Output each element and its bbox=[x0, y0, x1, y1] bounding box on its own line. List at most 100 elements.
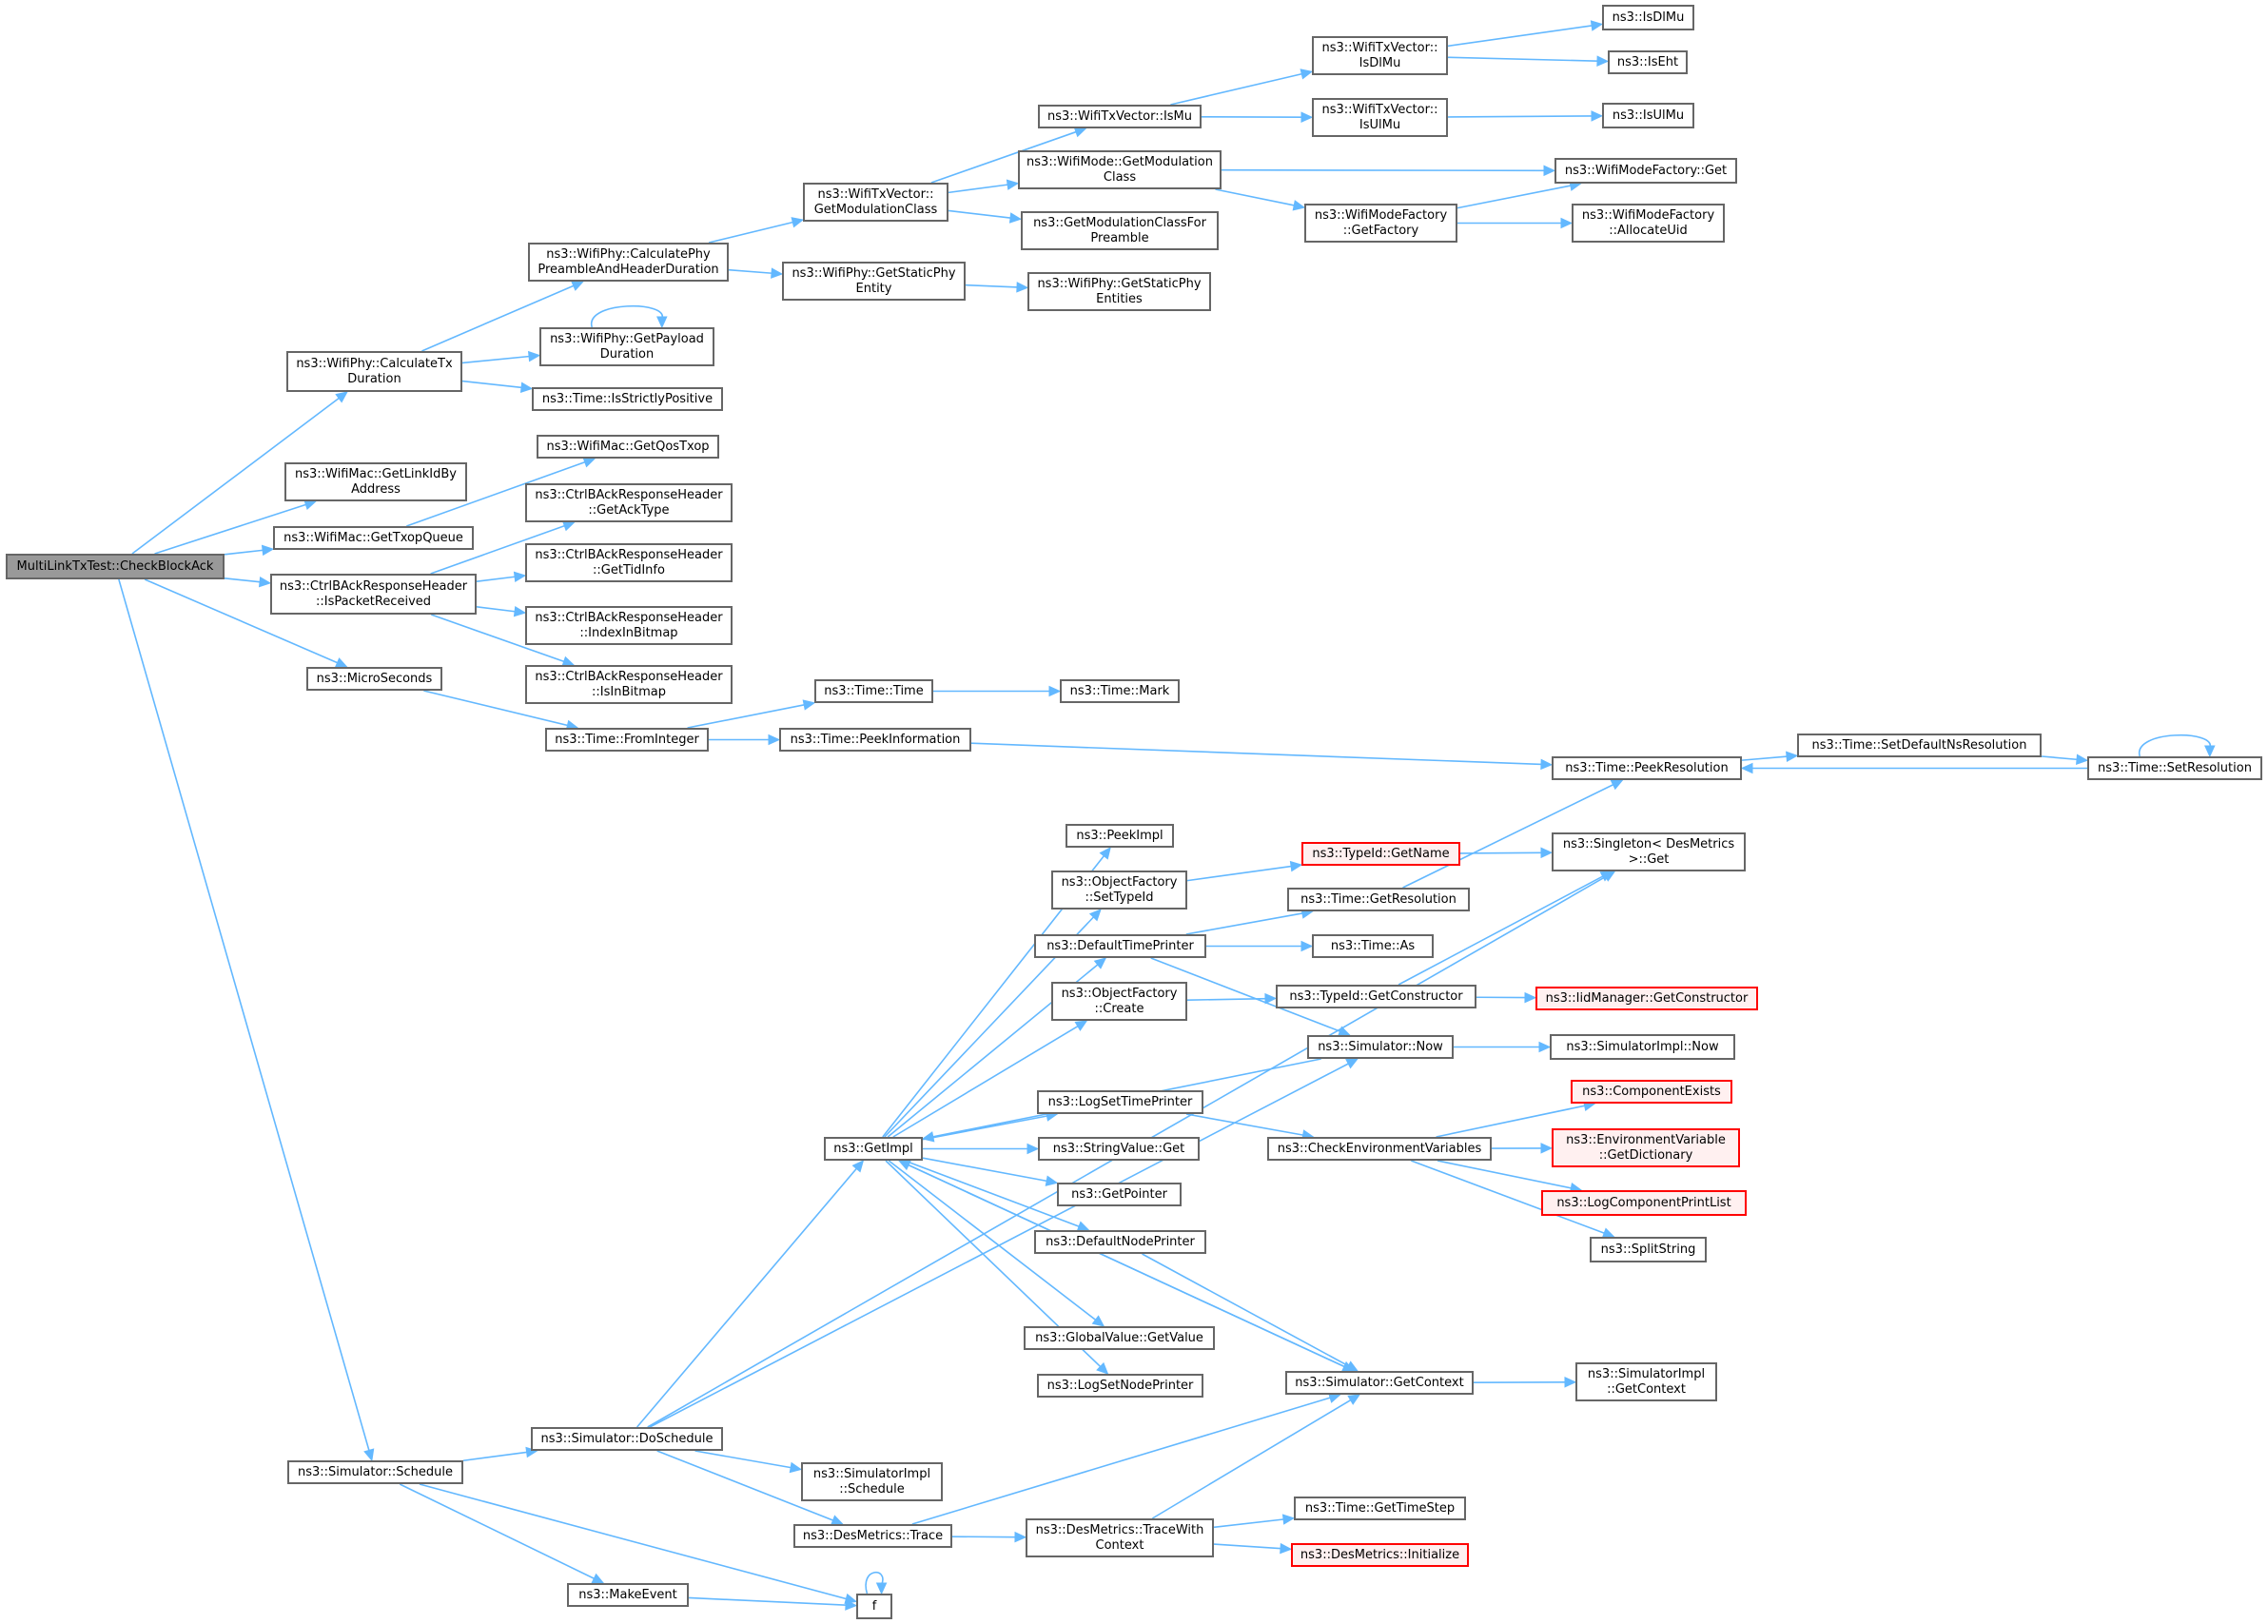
edge-arrowhead bbox=[2076, 753, 2089, 766]
node-micro-seconds[interactable]: ns3::MicroSeconds bbox=[306, 667, 442, 691]
edge-arrowhead bbox=[1014, 1531, 1027, 1543]
node-txvector-is-mu[interactable]: ns3::WifiTxVector::IsMu bbox=[1038, 105, 1202, 128]
node-do-schedule[interactable]: ns3::Simulator::DoSchedule bbox=[531, 1427, 723, 1451]
edge-isPacketReceived-to-getAckType bbox=[430, 524, 566, 575]
node-get-ack-type[interactable]: ns3::CtrlBAckResponseHeader ::GetAckType bbox=[525, 483, 733, 522]
node-get-static-phy-entities[interactable]: ns3::WifiPhy::GetStaticPhy Entities bbox=[1027, 272, 1211, 311]
node-log-component-print-list[interactable]: ns3::LogComponentPrintList bbox=[1541, 1190, 1747, 1216]
node-make-event[interactable]: ns3::MakeEvent bbox=[567, 1583, 689, 1607]
node-default-node-printer[interactable]: ns3::DefaultNodePrinter bbox=[1034, 1230, 1206, 1254]
edge-arrowhead bbox=[1008, 212, 1023, 224]
node-get-static-phy-entity[interactable]: ns3::WifiPhy::GetStaticPhy Entity bbox=[782, 262, 966, 301]
edge-arrowhead bbox=[1026, 1143, 1040, 1155]
node-time-set-default-ns-resolution[interactable]: ns3::Time::SetDefaultNsResolution bbox=[1797, 734, 2042, 757]
node-wifimodefactory-get[interactable]: ns3::WifiModeFactory::Get bbox=[1554, 158, 1737, 184]
edge-f-to-f bbox=[865, 1571, 884, 1595]
node-simulatorimpl-now[interactable]: ns3::SimulatorImpl::Now bbox=[1550, 1034, 1735, 1060]
node-get-payload-duration[interactable]: ns3::WifiPhy::GetPayload Duration bbox=[539, 327, 714, 366]
node-stringvalue-get[interactable]: ns3::StringValue::Get bbox=[1038, 1137, 1200, 1161]
edge-arrowhead bbox=[2204, 745, 2216, 758]
edge-txvIsDlMu-to-isEht bbox=[1447, 56, 1599, 63]
node-typeid-get-constructor[interactable]: ns3::TypeId::GetConstructor bbox=[1276, 985, 1476, 1008]
node-get-modulation-class-for-preamble[interactable]: ns3::GetModulationClassFor Preamble bbox=[1021, 211, 1219, 250]
edge-root-to-getTxopQueue bbox=[224, 549, 264, 556]
node-desmetrics-trace[interactable]: ns3::DesMetrics::Trace bbox=[793, 1524, 952, 1548]
edge-checkEnv-to-componentExists bbox=[1436, 1105, 1586, 1138]
edge-isPacketReceived-to-getTidInfo bbox=[476, 576, 517, 582]
node-log-set-time-printer[interactable]: ns3::LogSetTimePrinter bbox=[1037, 1090, 1203, 1114]
node-typeid-get-name[interactable]: ns3::TypeId::GetName bbox=[1301, 842, 1460, 866]
node-time-get-resolution[interactable]: ns3::Time::GetResolution bbox=[1287, 888, 1470, 911]
node-simulatorimpl-get-context[interactable]: ns3::SimulatorImpl ::GetContext bbox=[1575, 1362, 1717, 1401]
node-txvector-is-ul-mu[interactable]: ns3::WifiTxVector:: IsUlMu bbox=[1312, 98, 1448, 137]
node-is-strictly-positive[interactable]: ns3::Time::IsStrictlyPositive bbox=[532, 387, 723, 411]
node-split-string[interactable]: ns3::SplitString bbox=[1590, 1237, 1707, 1262]
node-get-pointer[interactable]: ns3::GetPointer bbox=[1057, 1183, 1182, 1206]
node-trace-with-context[interactable]: ns3::DesMetrics::TraceWith Context bbox=[1026, 1518, 1214, 1557]
node-check-environment-variables[interactable]: ns3::CheckEnvironmentVariables bbox=[1267, 1137, 1492, 1161]
node-peek-impl[interactable]: ns3::PeekImpl bbox=[1066, 824, 1174, 848]
edge-simGetContext-to-getImpl bbox=[907, 1164, 1355, 1372]
edge-arrowhead bbox=[582, 457, 596, 468]
edge-arrowhead bbox=[1048, 685, 1062, 697]
node-simulator-now[interactable]: ns3::Simulator::Now bbox=[1307, 1035, 1454, 1059]
edge-getPayloadDuration-to-getPayloadDuration bbox=[591, 304, 663, 328]
node-index-in-bitmap[interactable]: ns3::CtrlBAckResponseHeader ::IndexInBit… bbox=[525, 606, 733, 645]
node-from-integer[interactable]: ns3::Time::FromInteger bbox=[545, 728, 709, 752]
node-objectfactory-create[interactable]: ns3::ObjectFactory ::Create bbox=[1051, 982, 1187, 1021]
node-get-tid-info[interactable]: ns3::CtrlBAckResponseHeader ::GetTidInfo bbox=[525, 543, 733, 582]
node-time-mark[interactable]: ns3::Time::Mark bbox=[1060, 679, 1180, 703]
node-time-as[interactable]: ns3::Time::As bbox=[1312, 934, 1434, 958]
node-simulator-get-context[interactable]: ns3::Simulator::GetContext bbox=[1285, 1371, 1474, 1395]
edge-arrowhead bbox=[1045, 1175, 1059, 1186]
node-calculate-phy-preamble[interactable]: ns3::WifiPhy::CalculatePhy PreambleAndHe… bbox=[528, 243, 729, 282]
node-txvector-is-dl-mu[interactable]: ns3::WifiTxVector:: IsDlMu bbox=[1312, 36, 1448, 75]
node-objectfactory-set-typeid[interactable]: ns3::ObjectFactory ::SetTypeId bbox=[1051, 871, 1187, 910]
node-txvector-get-modulation-class[interactable]: ns3::WifiTxVector:: GetModulationClass bbox=[803, 183, 948, 222]
node-time-time[interactable]: ns3::Time::Time bbox=[814, 679, 933, 703]
node-simulator-schedule[interactable]: ns3::Simulator::Schedule bbox=[287, 1460, 463, 1484]
node-get-link-id-by-address[interactable]: ns3::WifiMac::GetLinkIdBy Address bbox=[284, 462, 467, 501]
edge-arrowhead bbox=[363, 1448, 375, 1462]
edge-doSchedule-to-desTrace bbox=[656, 1450, 834, 1522]
node-simulatorimpl-schedule[interactable]: ns3::SimulatorImpl ::Schedule bbox=[801, 1462, 943, 1501]
edge-checkEnv-to-splitString bbox=[1411, 1160, 1606, 1235]
edge-getImpl-to-defaultNodePrinter bbox=[904, 1160, 1081, 1228]
node-peek-information[interactable]: ns3::Time::PeekInformation bbox=[779, 728, 971, 752]
edge-arrowhead bbox=[1564, 1377, 1577, 1388]
edge-modeGetModClass-to-getFactory bbox=[1215, 188, 1296, 206]
node-component-exists[interactable]: ns3::ComponentExists bbox=[1571, 1080, 1732, 1104]
node-time-peek-resolution[interactable]: ns3::Time::PeekResolution bbox=[1552, 756, 1742, 780]
node-get-qos-txop[interactable]: ns3::WifiMac::GetQosTxop bbox=[537, 435, 719, 459]
node-f[interactable]: f bbox=[856, 1594, 892, 1619]
edge-getTxopQueue-to-getQosTxop bbox=[406, 460, 587, 527]
node-log-set-node-printer[interactable]: ns3::LogSetNodePrinter bbox=[1037, 1374, 1203, 1398]
node-globalvalue-get-value[interactable]: ns3::GlobalValue::GetValue bbox=[1024, 1326, 1215, 1350]
node-calculate-tx-duration[interactable]: ns3::WifiPhy::CalculateTx Duration bbox=[286, 351, 462, 392]
edge-getImpl-to-globalValueGetValue bbox=[888, 1160, 1097, 1321]
node-is-ul-mu[interactable]: ns3::IsUlMu bbox=[1602, 103, 1694, 128]
node-is-dl-mu[interactable]: ns3::IsDlMu bbox=[1602, 5, 1694, 30]
node-wifimodefactory-get-factory[interactable]: ns3::WifiModeFactory ::GetFactory bbox=[1304, 204, 1457, 243]
edge-arrowhead bbox=[1281, 1514, 1296, 1525]
node-get-impl[interactable]: ns3::GetImpl bbox=[824, 1137, 923, 1161]
node-wifimodefactory-allocate-uid[interactable]: ns3::WifiModeFactory ::AllocateUid bbox=[1572, 204, 1725, 243]
node-is-in-bitmap[interactable]: ns3::CtrlBAckResponseHeader ::IsInBitmap bbox=[525, 665, 733, 704]
edge-arrowhead bbox=[1074, 1020, 1088, 1031]
edge-arrowhead bbox=[1524, 991, 1537, 1004]
edge-arrowhead bbox=[1543, 165, 1556, 177]
node-desmetrics-initialize[interactable]: ns3::DesMetrics::Initialize bbox=[1291, 1543, 1469, 1567]
node-singleton-desmetrics-get[interactable]: ns3::Singleton< DesMetrics >::Get bbox=[1552, 832, 1746, 871]
node-is-packet-received[interactable]: ns3::CtrlBAckResponseHeader ::IsPacketRe… bbox=[270, 574, 477, 615]
node-time-set-resolution[interactable]: ns3::Time::SetResolution bbox=[2087, 756, 2262, 780]
node-default-time-printer[interactable]: ns3::DefaultTimePrinter bbox=[1034, 934, 1206, 958]
node-wifimode-get-modulation-class[interactable]: ns3::WifiMode::GetModulation Class bbox=[1018, 150, 1222, 189]
node-iidmanager-get-constructor[interactable]: ns3::IidManager::GetConstructor bbox=[1535, 987, 1758, 1010]
node-environmentvariable-get-dictionary[interactable]: ns3::EnvironmentVariable ::GetDictionary bbox=[1552, 1128, 1740, 1167]
edge-desTrace-to-traceWithContext bbox=[951, 1536, 1017, 1538]
node-time-get-time-step[interactable]: ns3::Time::GetTimeStep bbox=[1294, 1497, 1466, 1520]
node-get-txop-queue[interactable]: ns3::WifiMac::GetTxopQueue bbox=[273, 526, 474, 550]
edge-typeIdGetConstructor-to-singletonGet bbox=[1398, 874, 1604, 986]
node-is-eht[interactable]: ns3::IsEht bbox=[1608, 50, 1688, 74]
